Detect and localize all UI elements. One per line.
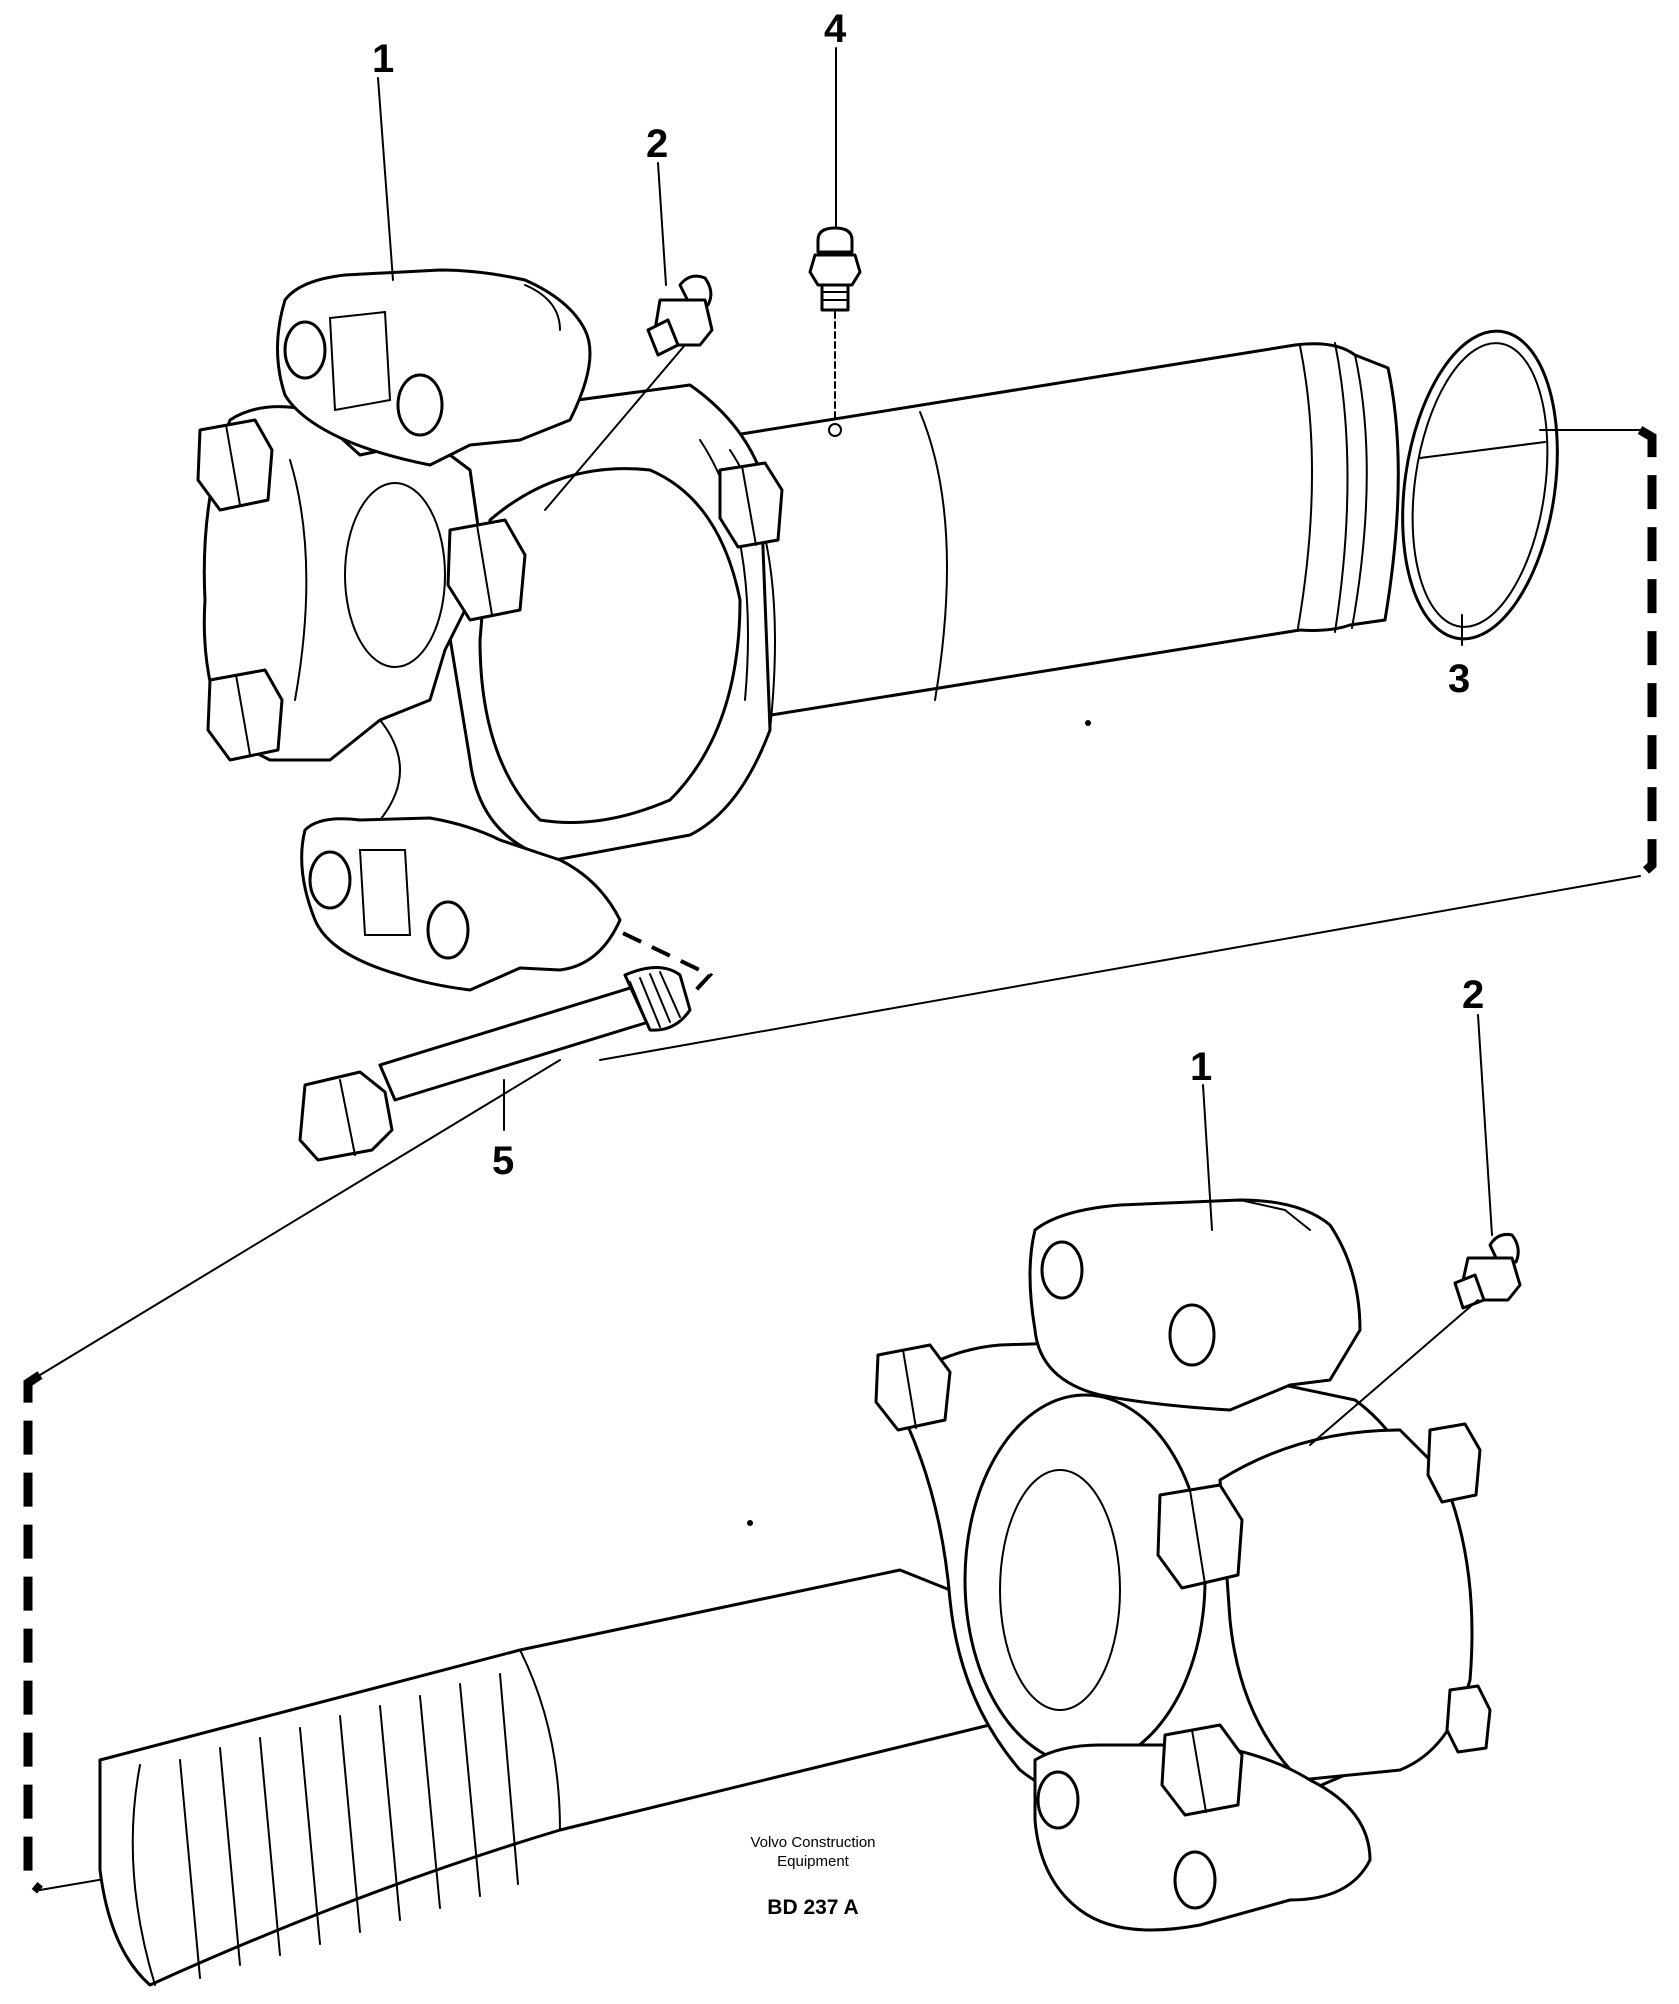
hex-bolt-head: [1156, 1483, 1244, 1590]
hex-bolt-head: [1445, 1684, 1492, 1754]
top-yoke-cap-upper: [276, 268, 592, 467]
callout-bolt: 5: [492, 1139, 514, 1183]
callout-grease-nipple: 4: [824, 7, 847, 51]
callout-seal-ring: 3: [1448, 657, 1470, 701]
callout-leaders: [377, 47, 1493, 1236]
stray-dot: [747, 1520, 753, 1526]
callout-top-lube-nipple: 2: [646, 122, 668, 166]
caption-maker-line2: Equipment: [777, 1853, 850, 1870]
bottom-yoke-cap-upper: [1028, 1198, 1362, 1412]
hex-bolt-head: [1426, 1422, 1482, 1504]
top-yoke-cap-lower: [300, 816, 622, 992]
seal-ring: [1401, 329, 1559, 641]
bottom-flange-bolt-heads: [874, 1343, 1492, 1817]
top-bearing-housing: [418, 383, 776, 862]
caption-maker-line1: Volvo Construction: [750, 1834, 875, 1851]
hex-bolt-head: [196, 418, 274, 512]
hex-bolt-head: [718, 461, 784, 549]
callout-bottom-yoke-cap: 1: [1190, 1045, 1212, 1089]
bottom-spline-shaft: [98, 1568, 1012, 1987]
bolt: [298, 966, 692, 1162]
top-shaft-tube: [733, 342, 1400, 722]
hex-bolt-head: [874, 1343, 952, 1432]
bottom-lube-nipple: [1309, 1233, 1522, 1446]
hex-bolt-head: [1160, 1723, 1244, 1817]
bottom-bearing-housing: [888, 1338, 1474, 1812]
top-flange-bolt-heads: [196, 418, 784, 762]
stray-dot: [1085, 720, 1091, 726]
hex-bolt-head: [206, 668, 284, 762]
hex-bolt-head: [446, 518, 527, 622]
callout-bottom-lube-nipple: 2: [1462, 973, 1484, 1017]
top-lube-nipple: [544, 274, 714, 511]
top-grease-nipple: [808, 226, 862, 421]
bottom-yoke-cap-lower: [1033, 1743, 1372, 1932]
callout-top-yoke-cap: 1: [372, 37, 394, 81]
caption-drawing-code: BD 237 A: [767, 1896, 858, 1919]
